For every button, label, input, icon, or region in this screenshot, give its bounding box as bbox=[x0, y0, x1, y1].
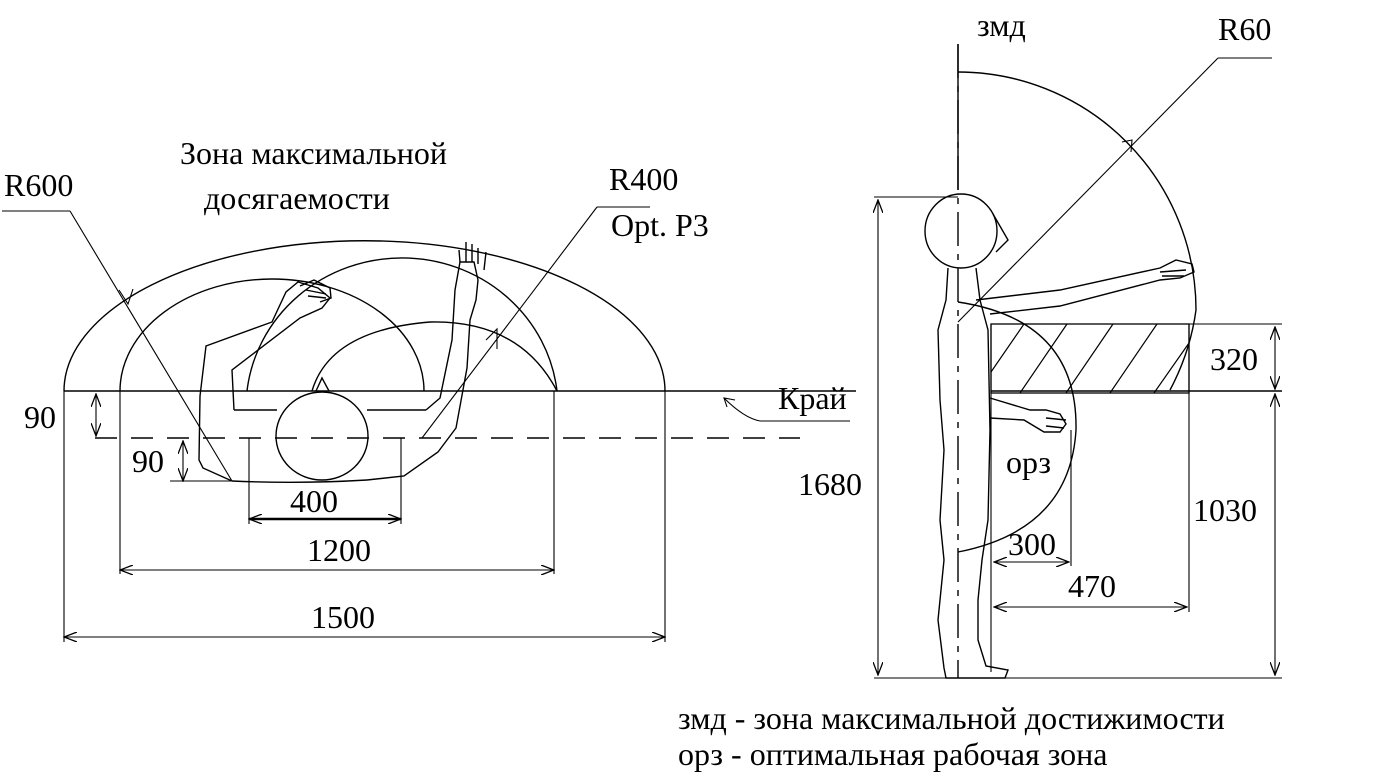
legend: змд - зона максимальной достижимости орз… bbox=[678, 700, 1225, 772]
left-arm bbox=[198, 281, 331, 482]
right-hand bbox=[458, 242, 487, 271]
plan-view: Зона максимальной досягаемости R600 R400… bbox=[2, 135, 856, 642]
dim-90-inner: 90 bbox=[132, 443, 164, 479]
nose-mark bbox=[315, 376, 330, 392]
dim-1680: 1680 bbox=[798, 466, 862, 502]
worker-head-side bbox=[924, 193, 998, 269]
optimal-zone-arc-side bbox=[957, 301, 1077, 553]
r400-label: R400 bbox=[609, 161, 678, 197]
dim-400: 400 bbox=[290, 483, 338, 519]
edge-leader-curve bbox=[723, 397, 761, 422]
forearm-line bbox=[231, 479, 368, 483]
r600-arrowhead bbox=[118, 288, 134, 306]
right-reach-arc bbox=[246, 257, 558, 392]
plan-title-line2: досягаемости bbox=[204, 180, 390, 216]
dim-1030: 1030 bbox=[1193, 492, 1257, 528]
r60-leader bbox=[957, 57, 1219, 323]
legend-line1: змд - зона максимальной достижимости bbox=[678, 700, 1225, 736]
dim-90-left: 90 bbox=[24, 399, 56, 435]
max-reach-arc-side bbox=[957, 71, 1197, 391]
dim-320: 320 bbox=[1210, 341, 1258, 377]
legend-line2: орз - оптимальная рабочая зона bbox=[678, 736, 1108, 772]
optimal-zone-arc bbox=[311, 321, 558, 392]
dim-300: 300 bbox=[1008, 526, 1056, 562]
dim-1500: 1500 bbox=[311, 599, 375, 635]
edge-label: Край bbox=[778, 380, 847, 416]
r60-label: R60 bbox=[1218, 11, 1271, 47]
working-arm bbox=[989, 397, 1067, 433]
worker-body-outline bbox=[937, 267, 1009, 679]
r400-leader bbox=[421, 206, 598, 439]
r600-leader bbox=[69, 210, 233, 482]
worker-head-plan bbox=[275, 391, 369, 481]
left-hand bbox=[299, 279, 332, 303]
head-back bbox=[992, 213, 1009, 253]
dim-1200: 1200 bbox=[307, 532, 371, 568]
dim-470: 470 bbox=[1068, 568, 1116, 604]
plan-title-line1: Зона максимальной bbox=[180, 135, 447, 171]
r400-arrowhead bbox=[485, 327, 498, 349]
orz-label: орз bbox=[1006, 444, 1051, 480]
edge-arrowhead bbox=[723, 397, 736, 408]
opt-label: Opt. P3 bbox=[611, 207, 709, 243]
raised-arm bbox=[975, 259, 1195, 315]
side-view: змд R60 1680 320 орз 1030 300 470 bbox=[798, 7, 1282, 679]
r600-label: R600 bbox=[4, 167, 73, 203]
max-reach-arc bbox=[63, 240, 666, 392]
right-arm bbox=[366, 261, 479, 481]
raised-hand-fingers bbox=[1159, 269, 1187, 277]
zmd-label: змд bbox=[977, 7, 1026, 43]
r60-arrowhead bbox=[1121, 139, 1133, 153]
work-surface-hatch bbox=[990, 323, 1190, 394]
left-reach-arc bbox=[119, 278, 425, 392]
working-hand-fingers bbox=[1045, 417, 1067, 429]
